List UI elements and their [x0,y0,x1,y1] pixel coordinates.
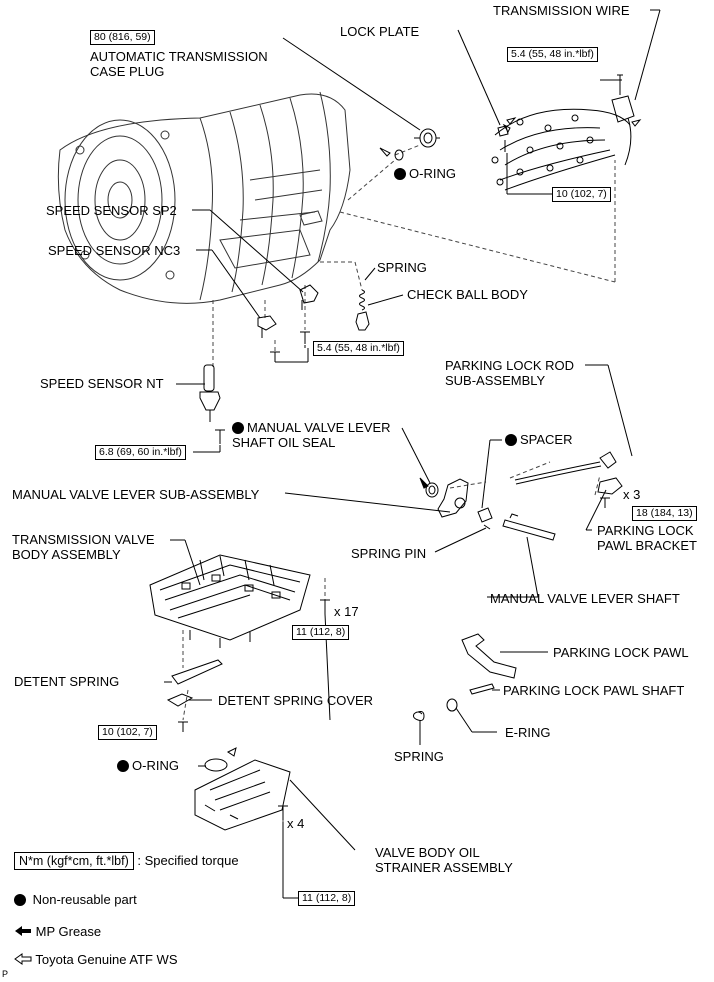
manual-valve-lever-part [437,478,469,518]
label-valve-body-count: x 17 [334,604,359,619]
o-ring-top-text: O-RING [409,166,456,181]
transmission-case [57,91,351,304]
oil-seal-part [425,482,439,498]
torque-box-speed-sensor-nt: 6.8 (69, 60 in.*lbf) [95,445,186,460]
legend-torque-box: N*m (kgf*cm, ft.*lbf) [14,852,134,870]
non-reusable-dot-icon [394,168,406,180]
outline-arrow-icon [14,953,32,965]
non-reusable-dot-icon [14,894,26,906]
label-case-plug: AUTOMATIC TRANSMISSION CASE PLUG [90,49,268,79]
label-spring-bottom: SPRING [394,749,444,764]
parking-lock-pawl-part [461,633,517,679]
legend-mp-grease-text: MP Grease [35,924,102,939]
detent-spring-part [171,659,223,685]
label-valve-body-oil-strainer: VALVE BODY OIL STRAINER ASSEMBLY [375,845,513,875]
parking-lock-pawl-bracket-part [597,477,623,508]
label-detent-spring: DETENT SPRING [14,674,120,689]
check-ball-body-part [355,311,370,331]
torque-box-valve-body: 11 (112, 8) [292,625,350,640]
torque-box-bracket: 18 (184, 13) [632,506,697,521]
speed-sensor-sp2-part [299,284,319,310]
label-o-ring-top: O-RING [394,166,456,181]
manual-valve-lever-shaft-part [502,513,556,541]
spring-top-part [359,289,365,311]
label-parking-lock-pawl-shaft: PARKING LOCK PAWL SHAFT [503,683,685,698]
spacer-text: SPACER [520,432,573,447]
detent-cover-part [166,693,194,707]
label-manual-valve-lever-sub: MANUAL VALVE LEVER SUB-ASSEMBLY [12,487,260,502]
label-spring-pin: SPRING PIN [351,546,427,561]
torque-box-speed-sensor: 5.4 (55, 48 in.*lbf) [313,341,404,356]
strainer-part [194,759,291,831]
label-e-ring: E-RING [505,725,551,740]
label-parking-lock-pawl-bracket: PARKING LOCK PAWL BRACKET [597,523,697,553]
legend-atf: Toyota Genuine ATF WS [14,952,178,967]
label-speed-sensor-nt: SPEED SENSOR NT [40,376,164,391]
label-parking-lock-pawl: PARKING LOCK PAWL [553,645,689,660]
label-bracket-count: x 3 [623,487,641,502]
parking-lock-rod-part [514,451,617,485]
label-spacer: SPACER [505,432,573,447]
seal-text: MANUAL VALVE LEVER SHAFT OIL SEAL [232,420,391,450]
label-manual-valve-lever-seal: MANUAL VALVE LEVER SHAFT OIL SEAL [232,420,391,450]
legend-torque-text: : Specified torque [137,853,239,868]
case-plug-part [414,128,440,148]
filled-arrow-icon [15,926,31,936]
spacer-part [477,507,493,523]
corner-mark: P [2,969,9,979]
pawl-shaft-part [469,683,495,695]
legend-non-reusable-text: Non-reusable part [32,892,137,907]
torque-box-detent: 10 (102, 7) [98,725,157,740]
torque-box-case-plug: 80 (816, 59) [90,30,155,45]
speed-sensor-nt-part [199,364,221,422]
label-spring-top: SPRING [377,260,427,275]
label-check-ball-body: CHECK BALL BODY [407,287,528,302]
non-reusable-dot-icon [505,434,517,446]
label-speed-sensor-sp2: SPEED SENSOR SP2 [46,203,177,218]
spring-bottom-part [413,711,425,721]
label-detent-spring-cover: DETENT SPRING COVER [218,693,374,708]
torque-box-wire: 5.4 (55, 48 in.*lbf) [507,47,598,62]
label-transmission-valve-body: TRANSMISSION VALVE BODY ASSEMBLY [12,532,155,562]
legend-mp-grease: MP Grease [14,924,101,939]
label-speed-sensor-nc3: SPEED SENSOR NC3 [48,243,181,258]
legend-non-reusable: Non-reusable part [14,892,137,907]
label-strainer-count: x 4 [287,816,305,831]
transmission-wire-harness [491,74,635,191]
valve-body-part [149,554,311,648]
e-ring-part [446,698,458,712]
o-ring-large [204,758,228,772]
label-transmission-wire: TRANSMISSION WIRE [493,3,630,18]
label-lock-plate: LOCK PLATE [340,24,420,39]
torque-box-strainer: 11 (112, 8) [298,891,356,906]
lock-plate-part [497,125,509,137]
non-reusable-dot-icon [117,760,129,772]
label-o-ring-bottom: O-RING [117,758,179,773]
label-manual-valve-lever-shaft: MANUAL VALVE LEVER SHAFT [490,591,680,606]
non-reusable-dot-icon [232,422,244,434]
o-ring-small [394,149,404,161]
legend-torque: N*m (kgf*cm, ft.*lbf) : Specified torque [14,852,239,870]
bolt [270,331,310,362]
torque-box-lock-plate: 10 (102, 7) [552,187,611,202]
o-ring-bottom-text: O-RING [132,758,179,773]
legend-atf-text: Toyota Genuine ATF WS [35,952,178,967]
label-parking-lock-rod: PARKING LOCK ROD SUB-ASSEMBLY [445,358,575,388]
speed-sensor-nc3-part [257,315,277,338]
